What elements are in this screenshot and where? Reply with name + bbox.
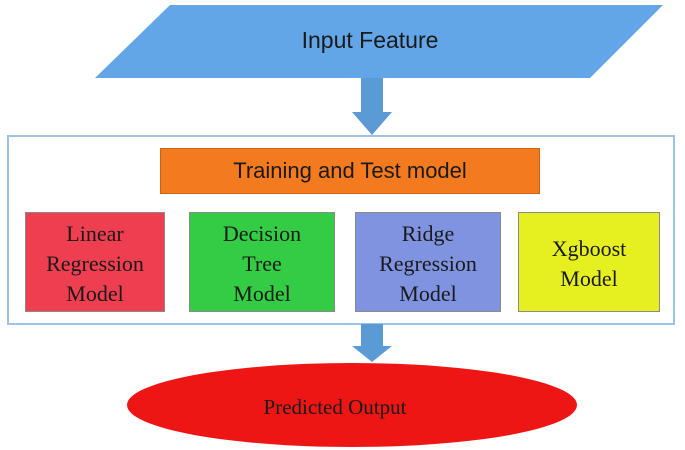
linear-regression-model-box: Linear Regression Model [25, 212, 165, 312]
predicted-output-shape [127, 363, 577, 447]
arrow-down-icon [352, 78, 392, 135]
input-feature-label: Input Feature [301, 26, 439, 53]
decision-tree-model-box: Decision Tree Model [189, 212, 335, 312]
ridge-regression-model-box: Ridge Regression Model [355, 212, 501, 312]
input-feature-shape [95, 5, 663, 78]
training-and-test-box: Training and Test model [160, 148, 540, 194]
predicted-output-label: Predicted Output [263, 394, 407, 419]
xgboost-model-box: Xgboost Model [518, 212, 660, 312]
arrow-down-icon [352, 324, 392, 362]
